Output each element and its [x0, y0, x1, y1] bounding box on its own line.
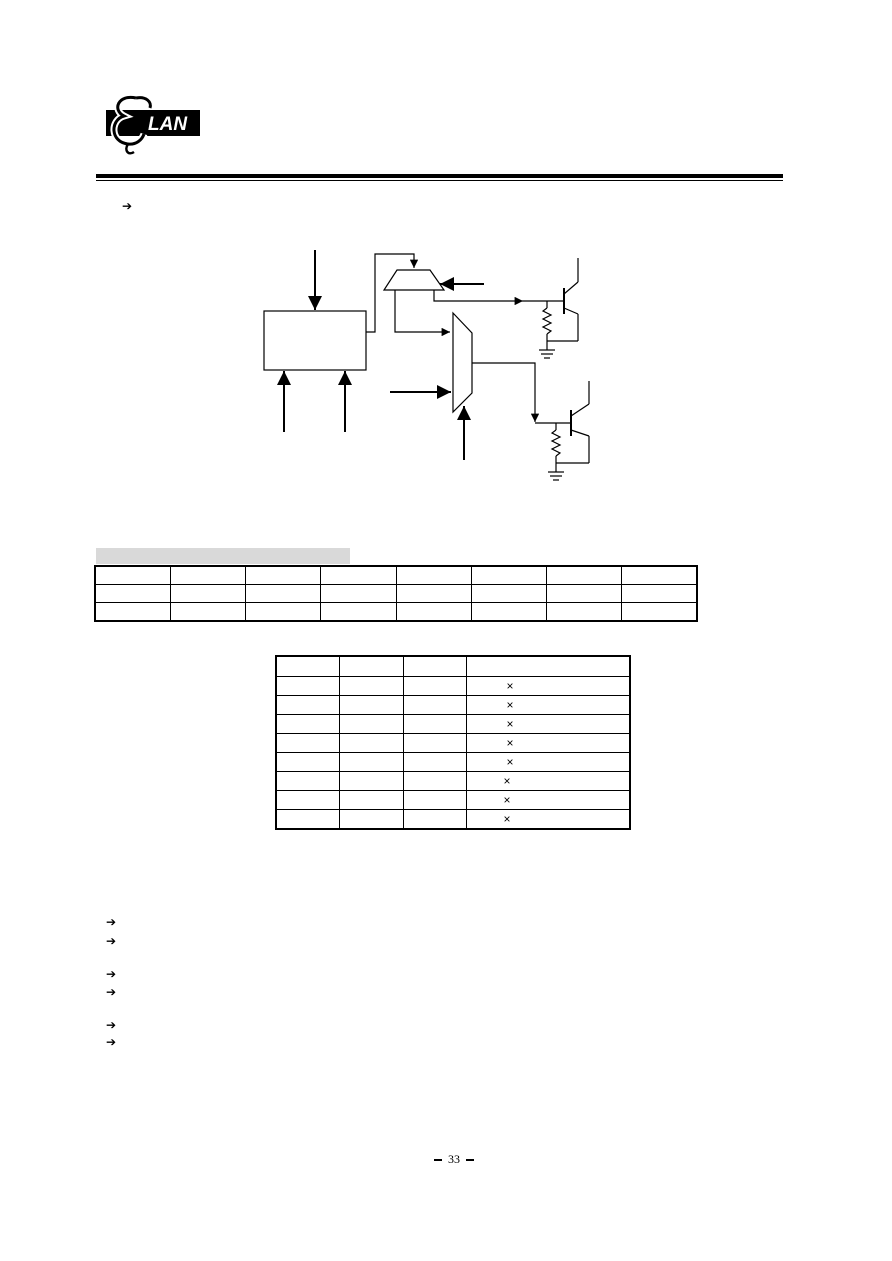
register-caption-bar: [96, 548, 350, 564]
multiply-symbol: ×: [466, 733, 631, 753]
table-row: ×: [276, 733, 631, 753]
right-arrow-icon: ➔: [106, 1035, 117, 1049]
timer-block: [263, 310, 367, 371]
bit-cell-7: [94, 565, 171, 585]
multiply-symbol: ×: [466, 752, 631, 772]
table-row: ×: [276, 809, 631, 830]
right-arrow-icon: ➔: [106, 934, 117, 948]
table-row: [94, 602, 698, 622]
table-header-row: [276, 656, 631, 677]
table-row: [94, 584, 698, 603]
bit-cell-1: [545, 565, 623, 585]
logo-lettering: LAN: [148, 114, 188, 135]
page-footer: 33: [424, 1152, 484, 1176]
right-arrow-icon: ➔: [106, 967, 117, 981]
table-row: [94, 565, 698, 585]
multiply-symbol: ×: [466, 676, 631, 696]
footer-dash-left: [434, 1159, 442, 1162]
multiply-symbol: ×: [466, 695, 631, 715]
bit-cell-6: [169, 565, 247, 585]
bit-cell-4: [320, 565, 397, 585]
bit-cell-5: [244, 565, 322, 585]
output-circuit-diagram: [263, 250, 590, 481]
header-rule-thick: [96, 174, 783, 178]
right-arrow-icon: ➔: [106, 1018, 117, 1032]
output-transistor-2: [535, 381, 590, 481]
multiply-symbol: ×: [466, 771, 631, 791]
bit-cell-2: [470, 565, 548, 585]
multiply-symbol: ×: [466, 790, 631, 810]
right-arrow-icon: ➔: [122, 199, 133, 213]
clock-selection-table: × × × × × × × ×: [275, 655, 631, 830]
multiply-symbol: ×: [466, 714, 631, 734]
upper-selector: [382, 269, 446, 291]
elan-logo: LAN: [106, 93, 200, 155]
footer-dash-right: [466, 1159, 474, 1162]
bit-cell-0: [621, 565, 698, 585]
header-rule-thin: [96, 180, 783, 181]
bit-cell-3: [395, 565, 472, 585]
table-row: ×: [276, 790, 631, 810]
table-row: ×: [276, 676, 631, 696]
register-bit-table: [94, 565, 698, 622]
table-row: ×: [276, 771, 631, 791]
right-arrow-icon: ➔: [106, 915, 117, 929]
table-row: ×: [276, 752, 631, 772]
lower-multiplexer: [452, 311, 473, 414]
multiply-symbol: ×: [466, 809, 631, 830]
right-arrow-icon: ➔: [106, 985, 117, 999]
output-transistor-1: [523, 258, 579, 359]
table-row: ×: [276, 714, 631, 734]
page-number: 33: [448, 1152, 460, 1166]
table-row: ×: [276, 695, 631, 715]
